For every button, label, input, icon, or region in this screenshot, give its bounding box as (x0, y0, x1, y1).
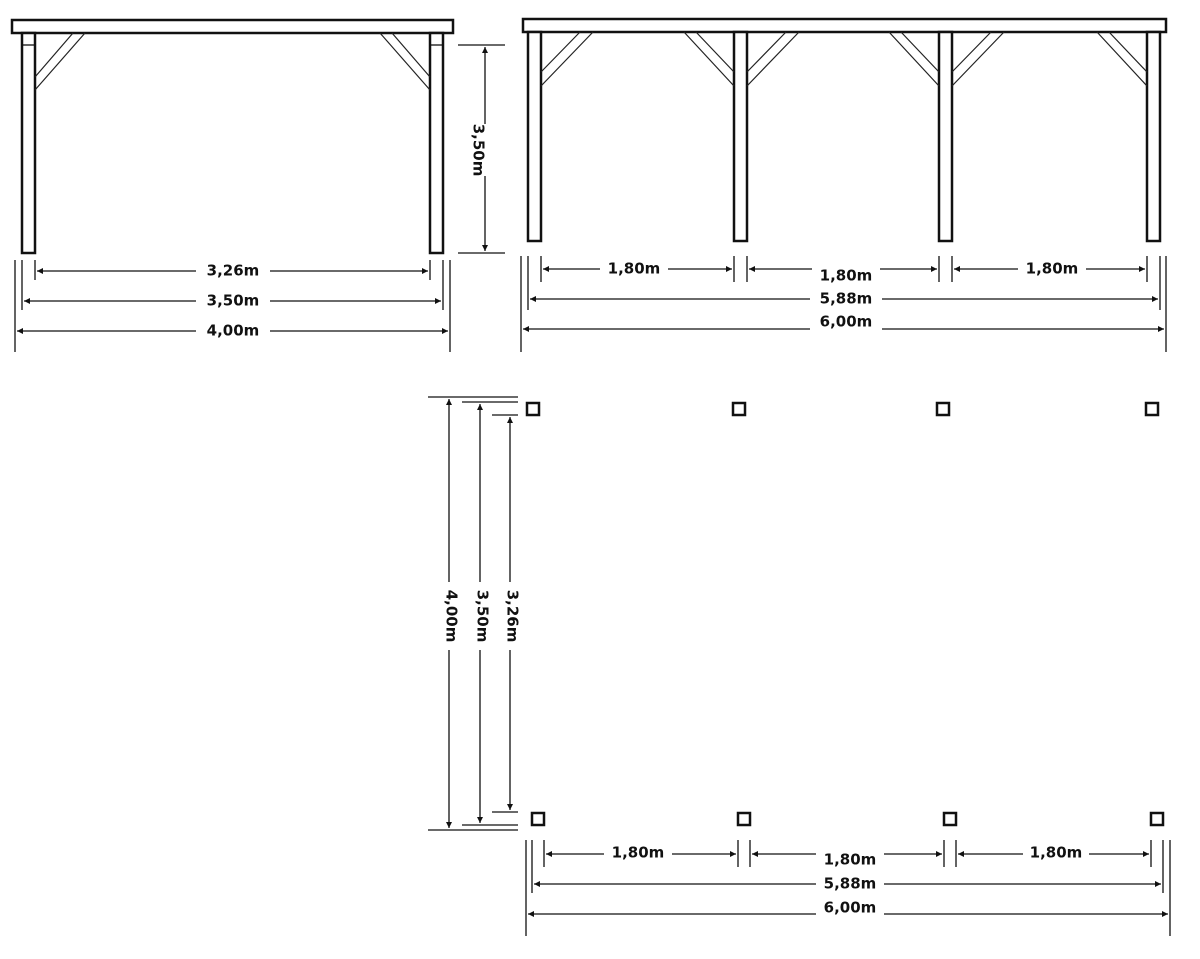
plan-post (1144, 401, 1160, 417)
front-post-1 (526, 30, 543, 243)
plan-depth-inner-label: 3,26m (504, 590, 522, 643)
plan-post (525, 401, 541, 417)
plan-total-width-label: 6,00m (824, 899, 877, 917)
plan-view: 4,00m 3,50m 3,26m 1,80m 1,80m (428, 396, 1171, 936)
front-bay-2-label: 1,80m (820, 267, 873, 285)
front-bay-3-label: 1,80m (1026, 260, 1079, 278)
plan-depth-posts-label: 3,50m (474, 590, 492, 643)
plan-posts-width-label: 5,88m (824, 875, 877, 893)
side-view: 3,50m 3,26m 3,50m 4,00m (10, 18, 505, 352)
front-braces (540, 31, 1148, 87)
side-height-dimension: 3,50m (458, 44, 505, 254)
front-width-dimensions: 1,80m 1,80m 1,80m 5,88m 6,00m (520, 256, 1167, 352)
front-post-3 (937, 30, 954, 243)
plan-depth-total-label: 4,00m (443, 590, 461, 643)
plan-post (935, 401, 951, 417)
side-posts-width-label: 3,50m (207, 292, 260, 310)
plan-post (1149, 811, 1165, 827)
front-posts-width-label: 5,88m (820, 290, 873, 308)
front-post-2 (732, 30, 749, 243)
side-height-label: 3,50m (470, 124, 488, 177)
front-post-4 (1145, 30, 1162, 243)
side-post-right (428, 31, 445, 255)
plan-posts-front (530, 811, 1165, 827)
side-braces (34, 32, 431, 91)
plan-bay-1-label: 1,80m (612, 844, 665, 862)
plan-bay-2-label: 1,80m (824, 851, 877, 869)
front-total-width-label: 6,00m (820, 313, 873, 331)
side-post-left (20, 31, 37, 255)
front-roof-beam (521, 17, 1168, 34)
plan-depth-dimensions: 4,00m 3,50m 3,26m (428, 396, 522, 831)
side-inner-width-label: 3,26m (207, 262, 260, 280)
front-bay-1-label: 1,80m (608, 260, 661, 278)
side-total-width-label: 4,00m (207, 322, 260, 340)
plan-post (530, 811, 546, 827)
side-roof-beam (10, 18, 455, 35)
plan-post (942, 811, 958, 827)
plan-post (731, 401, 747, 417)
side-width-dimensions: 3,26m 3,50m 4,00m (14, 260, 451, 352)
plan-posts-back (525, 401, 1160, 417)
plan-bay-3-label: 1,80m (1030, 844, 1083, 862)
front-view: 1,80m 1,80m 1,80m 5,88m 6,00m (520, 17, 1168, 352)
plan-width-dimensions: 1,80m 1,80m 1,80m 5,88m 6,00m (525, 840, 1171, 936)
plan-post (736, 811, 752, 827)
